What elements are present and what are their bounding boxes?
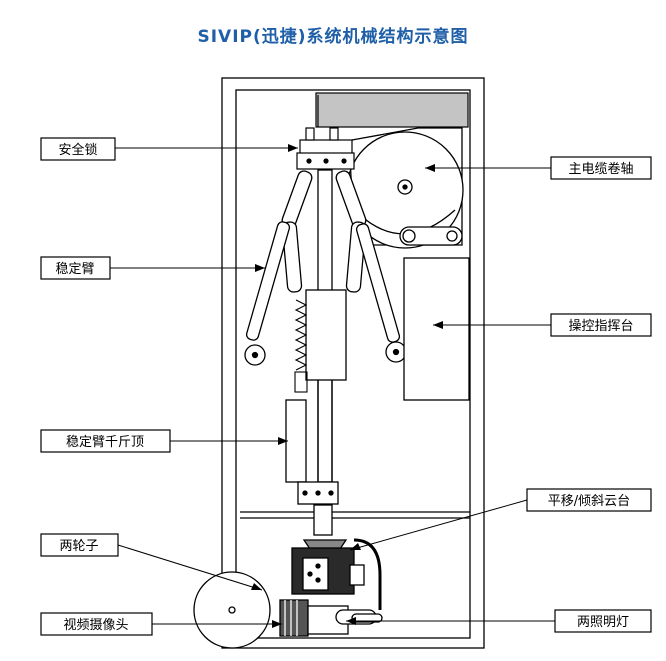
label-pan-tilt-head: 平移/倾斜云台 <box>526 488 652 512</box>
label-control-console: 操控指挥台 <box>550 313 652 337</box>
pan-tilt-head <box>291 504 382 610</box>
label-two-wheels: 两轮子 <box>40 533 119 557</box>
leader-lines <box>110 147 555 625</box>
label-text-main-cable-reel: 主电缆卷轴 <box>568 161 633 177</box>
safety-lock <box>296 127 355 170</box>
label-text-stabilizer-arm: 稳定臂 <box>55 261 94 277</box>
label-text-safety-lock: 安全锁 <box>58 142 97 158</box>
label-two-lights: 两照明灯 <box>554 609 652 633</box>
label-text-stabilizer-jack: 稳定臂千斤顶 <box>66 434 144 450</box>
label-text-control-console: 操控指挥台 <box>568 318 633 334</box>
label-main-cable-reel: 主电缆卷轴 <box>550 156 652 180</box>
cable-reel <box>346 127 464 249</box>
central-mast <box>305 169 347 483</box>
label-stabilizer-jack: 稳定臂千斤顶 <box>40 429 171 453</box>
stabilizer-arm-left <box>244 170 313 366</box>
label-safety-lock: 安全锁 <box>40 137 116 161</box>
label-text-two-lights: 两照明灯 <box>577 615 629 630</box>
stabilizer-arm-right <box>335 170 407 363</box>
control-console <box>403 257 470 401</box>
label-stabilizer-arm: 稳定臂 <box>40 256 111 280</box>
arrowheads <box>251 144 443 628</box>
label-text-pan-tilt-head: 平移/倾斜云台 <box>548 494 630 509</box>
stabilizer-jack <box>285 399 339 505</box>
label-video-camera: 视频摄像头 <box>40 612 153 636</box>
cabinet-frame <box>221 77 485 649</box>
spring <box>294 299 308 393</box>
label-text-two-wheels: 两轮子 <box>59 539 98 554</box>
diagram-title: SIVIP(迅捷)系统机械结构示意图 <box>197 27 469 47</box>
top-mechanism <box>315 92 469 128</box>
label-text-video-camera: 视频摄像头 <box>63 618 128 633</box>
lights <box>335 609 383 625</box>
wheel <box>193 571 271 649</box>
